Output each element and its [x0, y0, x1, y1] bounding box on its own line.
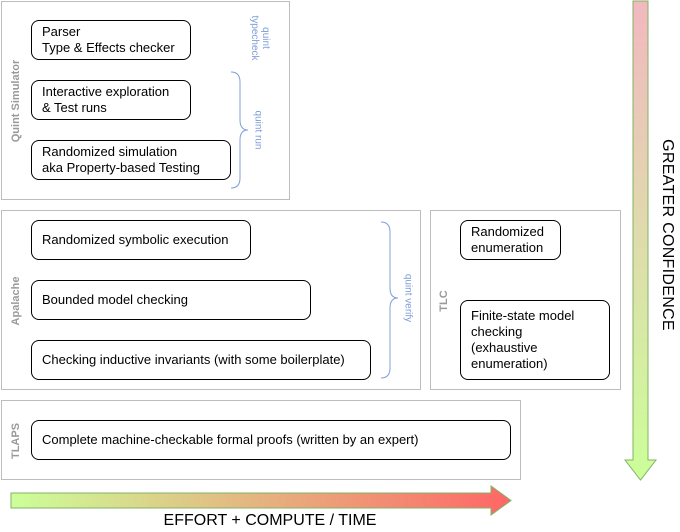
box-line: (exhaustive [471, 340, 538, 355]
box-line: Checking inductive invariants (with some… [42, 352, 345, 367]
box-line: checking [471, 324, 523, 339]
confidence-arrow-icon [623, 0, 658, 481]
apalache-label: Apalache [10, 276, 22, 326]
quint-run-brace [230, 71, 249, 189]
quint-run-command: quint run [253, 111, 264, 150]
command-line: quint [260, 27, 271, 49]
command-line: quint run [252, 110, 264, 150]
box-line: Interactive exploration [42, 84, 170, 99]
effort-arrow-icon [10, 485, 512, 516]
box-line: Type & Effects checker [42, 40, 175, 55]
randomized-symbolic-execution-box: Randomized symbolic execution [31, 220, 251, 260]
quint-verify-brace [380, 221, 399, 379]
bounded-model-checking-box: Bounded model checking [31, 280, 311, 320]
randomized-simulation-box: Randomized simulation aka Property-based… [31, 140, 231, 180]
command-line: quint verify [402, 273, 414, 323]
tlaps-label: TLAPS [10, 422, 22, 460]
box-line: & Test runs [42, 100, 107, 115]
tlc-label: TLC [438, 290, 450, 312]
box-line: Finite-state model [471, 308, 575, 323]
randomized-enumeration-box: Randomized enumeration [460, 220, 561, 260]
interactive-exploration-box: Interactive exploration & Test runs [31, 80, 191, 120]
finite-state-model-checking-box: Finite-state model checking (exhaustive … [460, 300, 610, 380]
box-line: Randomized simulation [42, 144, 178, 159]
box-line: Bounded model checking [42, 292, 188, 307]
command-line: typecheck [249, 15, 260, 61]
inductive-invariants-box: Checking inductive invariants (with some… [31, 340, 371, 380]
parser-typecheck-box: Parser Type & Effects checker [31, 20, 191, 60]
box-line: enumeration [471, 240, 544, 255]
quint-typecheck-command: quint typecheck [249, 15, 271, 60]
box-line: enumeration) [471, 356, 548, 371]
quint-simulator-label: Quint Simulator [10, 59, 22, 143]
greater-confidence-label: GREATER CONFIDENCE [659, 139, 676, 331]
box-line: aka Property-based Testing [42, 160, 201, 175]
formal-proofs-box: Complete machine-checkable formal proofs… [31, 420, 511, 460]
box-line: Randomized [471, 224, 544, 239]
quint-verify-command: quint verify [403, 274, 414, 322]
box-line: Randomized symbolic execution [42, 232, 229, 247]
box-line: Complete machine-checkable formal proofs… [42, 432, 419, 447]
box-line: Parser [42, 24, 81, 39]
effort-compute-time-label: EFFORT + COMPUTE / TIME [163, 512, 377, 529]
